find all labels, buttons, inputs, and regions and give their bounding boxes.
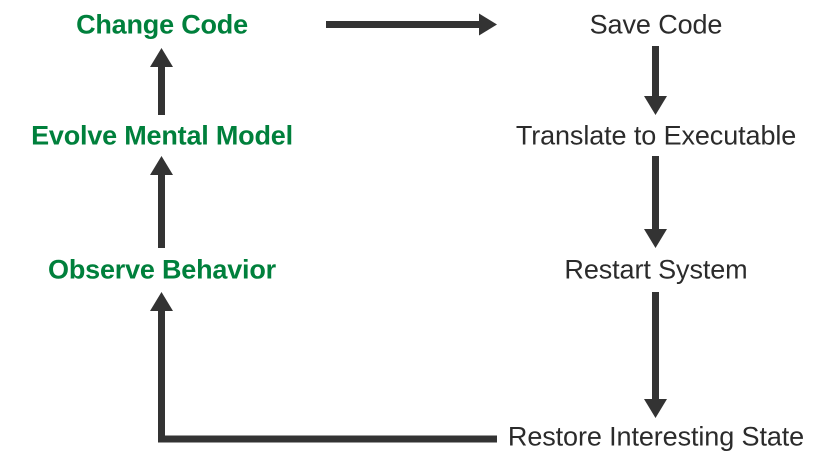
node-translate-to-executable[interactable]: Translate to Executable: [515, 120, 797, 151]
node-change-code[interactable]: Change Code: [76, 9, 248, 40]
edge-save-code-to-translate: [644, 46, 667, 115]
node-restart-system[interactable]: Restart System: [564, 254, 748, 285]
edge-observe-behavior-to-evolve: [150, 156, 173, 248]
node-save-code[interactable]: Save Code: [589, 9, 723, 40]
edge-translate-to-restart: [644, 156, 667, 248]
node-observe-behavior[interactable]: Observe Behavior: [48, 254, 276, 285]
node-evolve-mental-model[interactable]: Evolve Mental Model: [31, 120, 293, 151]
edge-restart-to-restore: [644, 292, 667, 418]
edge-change-code-to-save-code: [326, 13, 497, 36]
node-restore-interesting-state[interactable]: Restore Interesting State: [507, 421, 805, 452]
edge-evolve-to-change-code: [150, 48, 173, 115]
edge-restore-to-observe-behavior: [150, 292, 497, 443]
